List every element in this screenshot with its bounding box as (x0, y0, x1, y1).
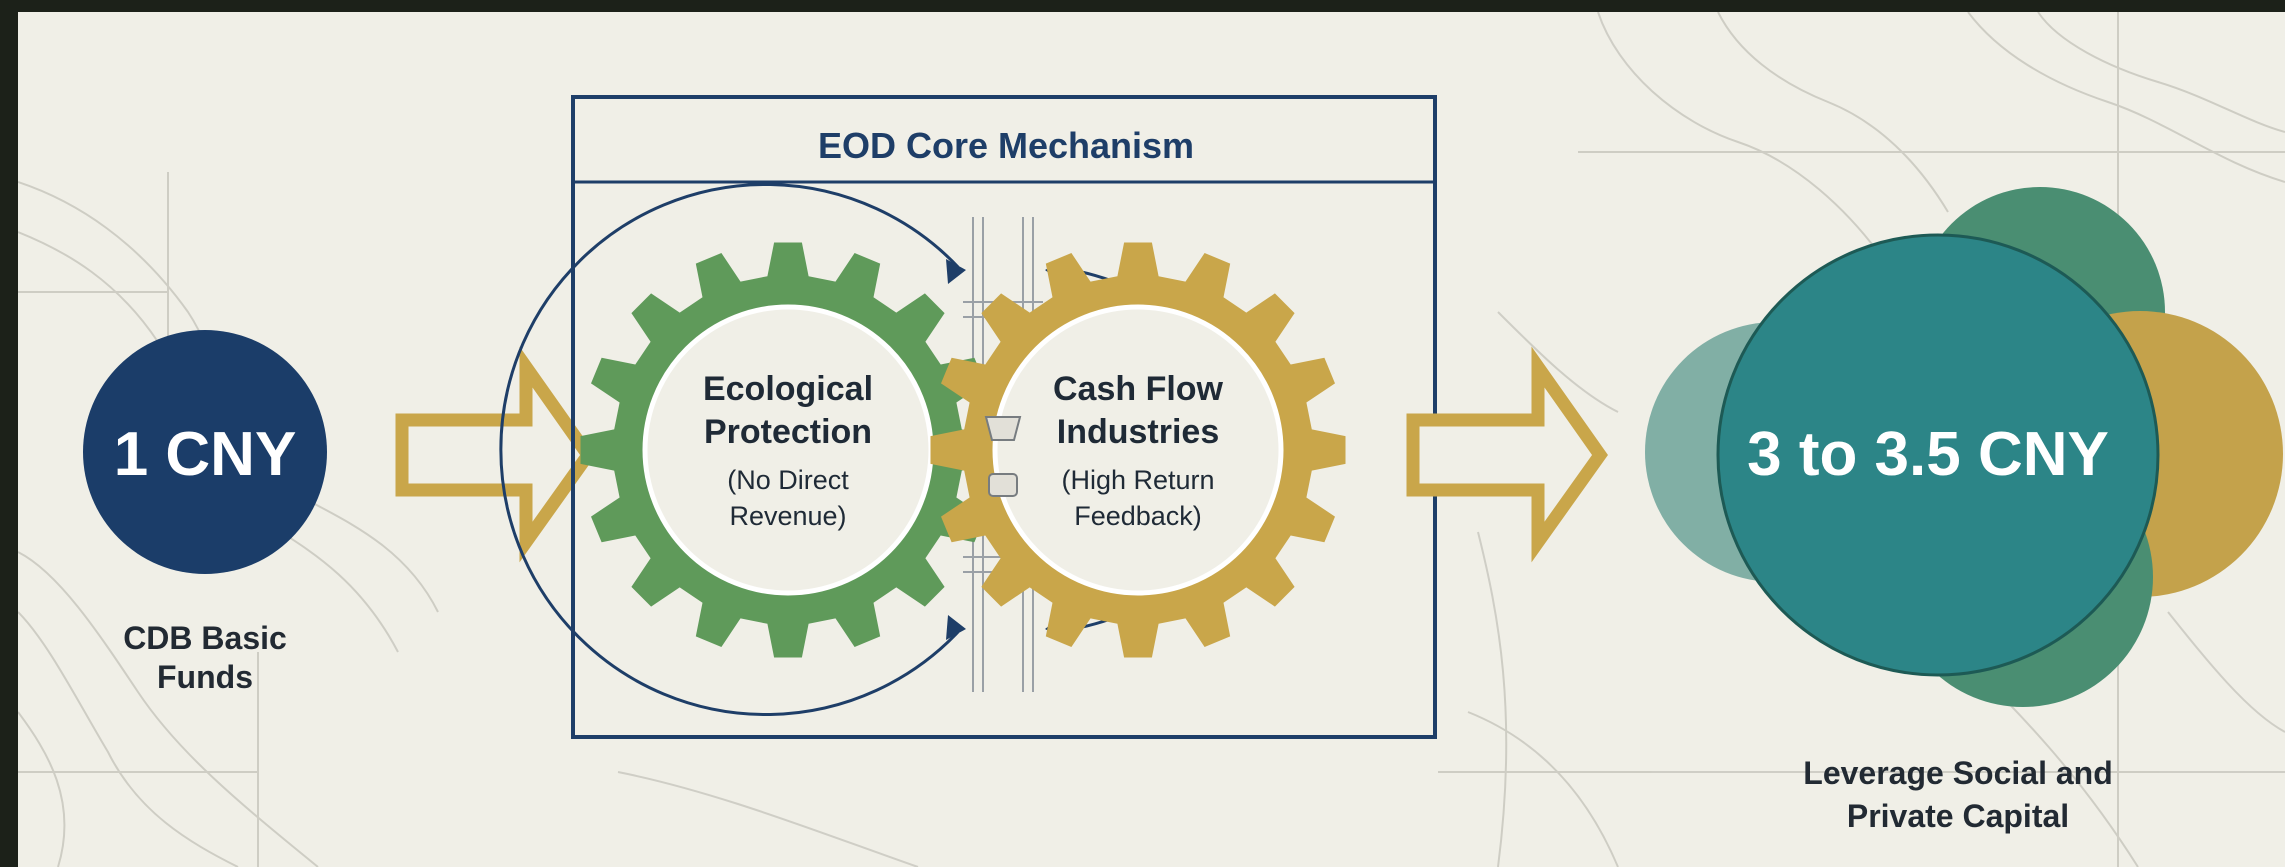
left-gear-sub-line2: Revenue) (729, 501, 847, 531)
result-caption-line2: Private Capital (1846, 798, 2070, 834)
source-circle (83, 330, 327, 574)
flow-arrowhead-top-left (946, 259, 966, 284)
flow-arrowhead-bottom-left (946, 615, 966, 640)
right-gear-sub-line1: (High Return (1061, 465, 1215, 495)
connector-block-top (984, 416, 1022, 441)
result-amount: 3 to 3.5 CNY (1747, 420, 2109, 489)
left-gear-sub-line1: (No Direct (727, 465, 849, 495)
source-caption: CDB Basic Funds (123, 620, 287, 696)
left-gear-title-line1: Ecological (702, 370, 874, 408)
right-gear-title-line1: Cash Flow (1052, 370, 1224, 408)
source-amount: 1 CNY (113, 420, 297, 489)
result-caption-line1: Leverage Social and (1803, 755, 2113, 791)
result-circle-cluster (1645, 187, 2283, 707)
eod-diagram: 1 CNY CDB Basic Funds EOD Core Mechanism… (18, 12, 2285, 867)
left-gear-title-line2: Protection (703, 413, 873, 451)
connector-block-bottom (988, 473, 1018, 497)
input-arrow (395, 346, 596, 563)
output-arrow (1406, 346, 1608, 563)
result-circle-main (1716, 233, 2160, 677)
mechanism-title: EOD Core Mechanism (817, 125, 1195, 166)
right-gear-hub (992, 304, 1284, 596)
gear-connectors (984, 416, 1022, 497)
topographic-background (18, 12, 2285, 867)
diagram-artwork (18, 12, 2285, 867)
right-gear-title-line2: Industries (1056, 413, 1220, 451)
right-gear-sub-line2: Feedback) (1074, 501, 1202, 531)
left-flow-arc (499, 183, 960, 716)
